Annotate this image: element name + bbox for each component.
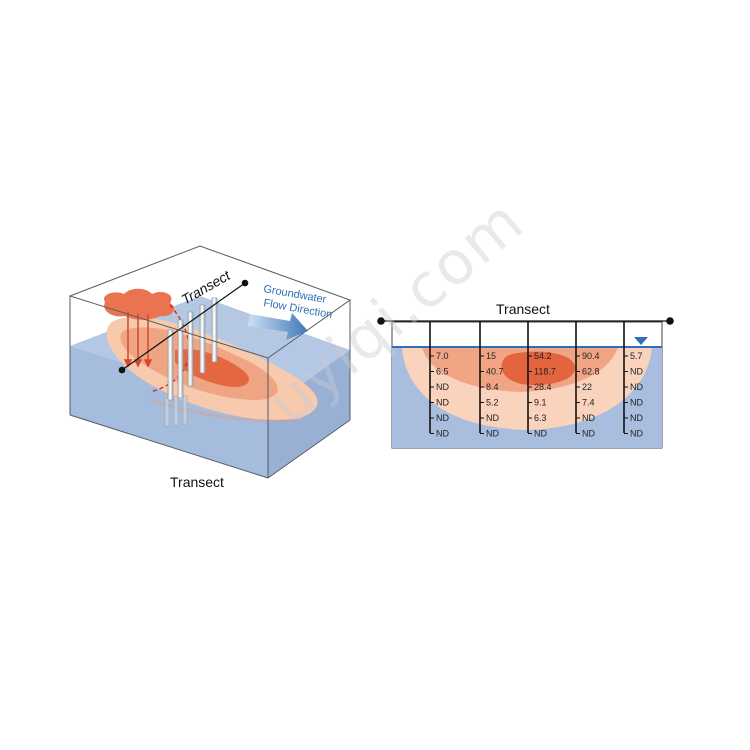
concentration-value: ND xyxy=(436,382,449,392)
water-side-face xyxy=(268,350,350,478)
concentration-value: ND xyxy=(630,413,643,423)
monitoring-well xyxy=(177,319,184,399)
block-diagram: Transect Groundwater Flow Direction Tran… xyxy=(68,245,352,490)
well-column: 5.7ND ND ND ND ND xyxy=(623,322,643,439)
concentration-value: 5.2 xyxy=(486,398,499,408)
concentration-value: ND xyxy=(486,429,499,439)
plume-cross-section xyxy=(402,347,652,430)
well-column: 7.0 6.5ND ND ND ND xyxy=(429,322,449,439)
concentration-value: ND xyxy=(630,382,643,392)
transect-end-point xyxy=(118,366,126,374)
well-columns: 7.06.5NDNDNDND1540.78.45.2NDND54.2118.72… xyxy=(429,322,643,439)
transect-label-bottom: Transect xyxy=(170,474,224,490)
transect-end-point xyxy=(377,317,385,325)
plume-core-zone xyxy=(501,351,576,386)
concentration-value: 8.4 xyxy=(486,382,499,392)
concentration-value: ND xyxy=(630,367,643,377)
well-column: 15 40.7 8.4 5.2ND ND xyxy=(479,322,504,439)
concentration-value: ND xyxy=(582,413,595,423)
cross-section: Transect 7.06.5NDNDNDND1540.78.45.2NDND5… xyxy=(377,301,674,449)
concentration-value: 7.4 xyxy=(582,398,595,408)
concentration-value: ND xyxy=(486,413,499,423)
leaching-arrows xyxy=(123,312,153,368)
transect-line xyxy=(121,282,246,371)
transect-end-point xyxy=(666,317,674,325)
concentration-value: 28.4 xyxy=(534,382,552,392)
concentration-value: ND xyxy=(630,429,643,439)
water-table-marker-icon xyxy=(634,337,648,345)
well-column: 54.2 118.7 28.4 9.1 6.3ND xyxy=(527,322,556,439)
concentration-value: 6.3 xyxy=(534,413,547,423)
concentration-value: 6.5 xyxy=(436,367,449,377)
cross-section-title: Transect xyxy=(496,301,550,317)
concentration-value: ND xyxy=(436,413,449,423)
concentration-value: ND xyxy=(534,429,547,439)
well-column: 90.4 62.8 22 7.4ND ND xyxy=(575,322,600,439)
concentration-value: 90.4 xyxy=(582,351,600,361)
concentration-value: 54.2 xyxy=(534,351,552,361)
contaminant-plume-3d xyxy=(106,316,318,423)
concentration-value: 118.7 xyxy=(534,367,556,377)
concentration-value: 62.8 xyxy=(582,367,600,377)
concentration-value: 40.7 xyxy=(486,367,504,377)
concentration-value: ND xyxy=(436,398,449,408)
concentration-value: 9.1 xyxy=(534,398,547,408)
concentration-value: ND xyxy=(630,398,643,408)
monitoring-well xyxy=(199,304,206,374)
concentration-value: 15 xyxy=(486,351,496,361)
concentration-value: ND xyxy=(582,429,595,439)
concentration-value: ND xyxy=(436,429,449,439)
concentration-value: 5.7 xyxy=(630,351,643,361)
concentration-value: 22 xyxy=(582,382,592,392)
monitoring-well xyxy=(167,329,174,401)
transect-end-point xyxy=(241,279,249,287)
monitoring-wells xyxy=(167,297,218,401)
concentration-value: 7.0 xyxy=(436,351,449,361)
flow-direction-arrow xyxy=(248,313,308,340)
contamination-source xyxy=(104,288,175,320)
block-outline xyxy=(68,245,352,479)
monitoring-well xyxy=(211,297,218,363)
monitoring-well xyxy=(187,311,194,387)
submerged-well-casings xyxy=(164,395,188,427)
